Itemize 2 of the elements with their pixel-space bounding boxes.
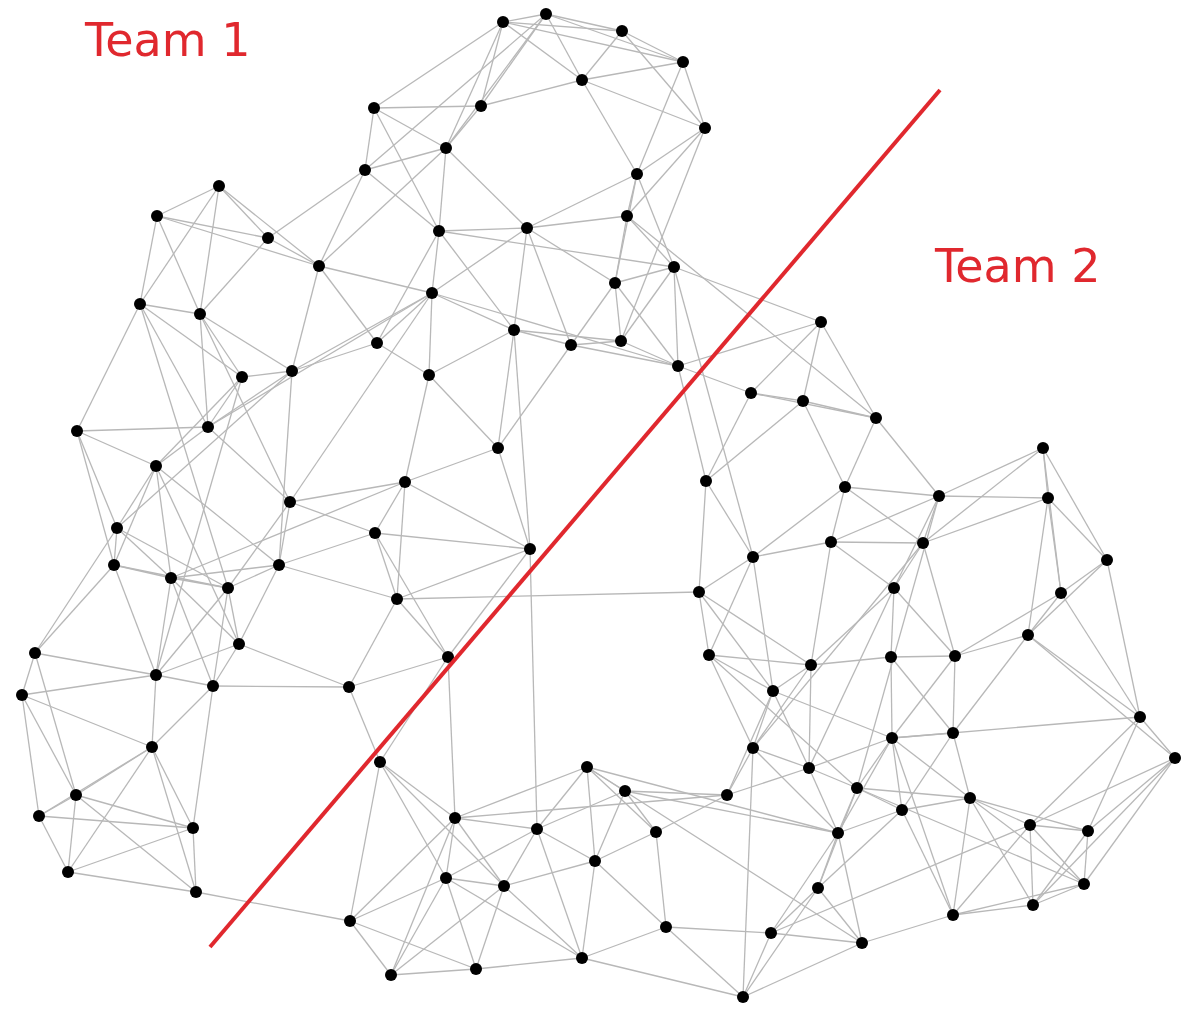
team-label: Team 1: [85, 12, 251, 68]
team-label: Team 2: [935, 238, 1101, 294]
